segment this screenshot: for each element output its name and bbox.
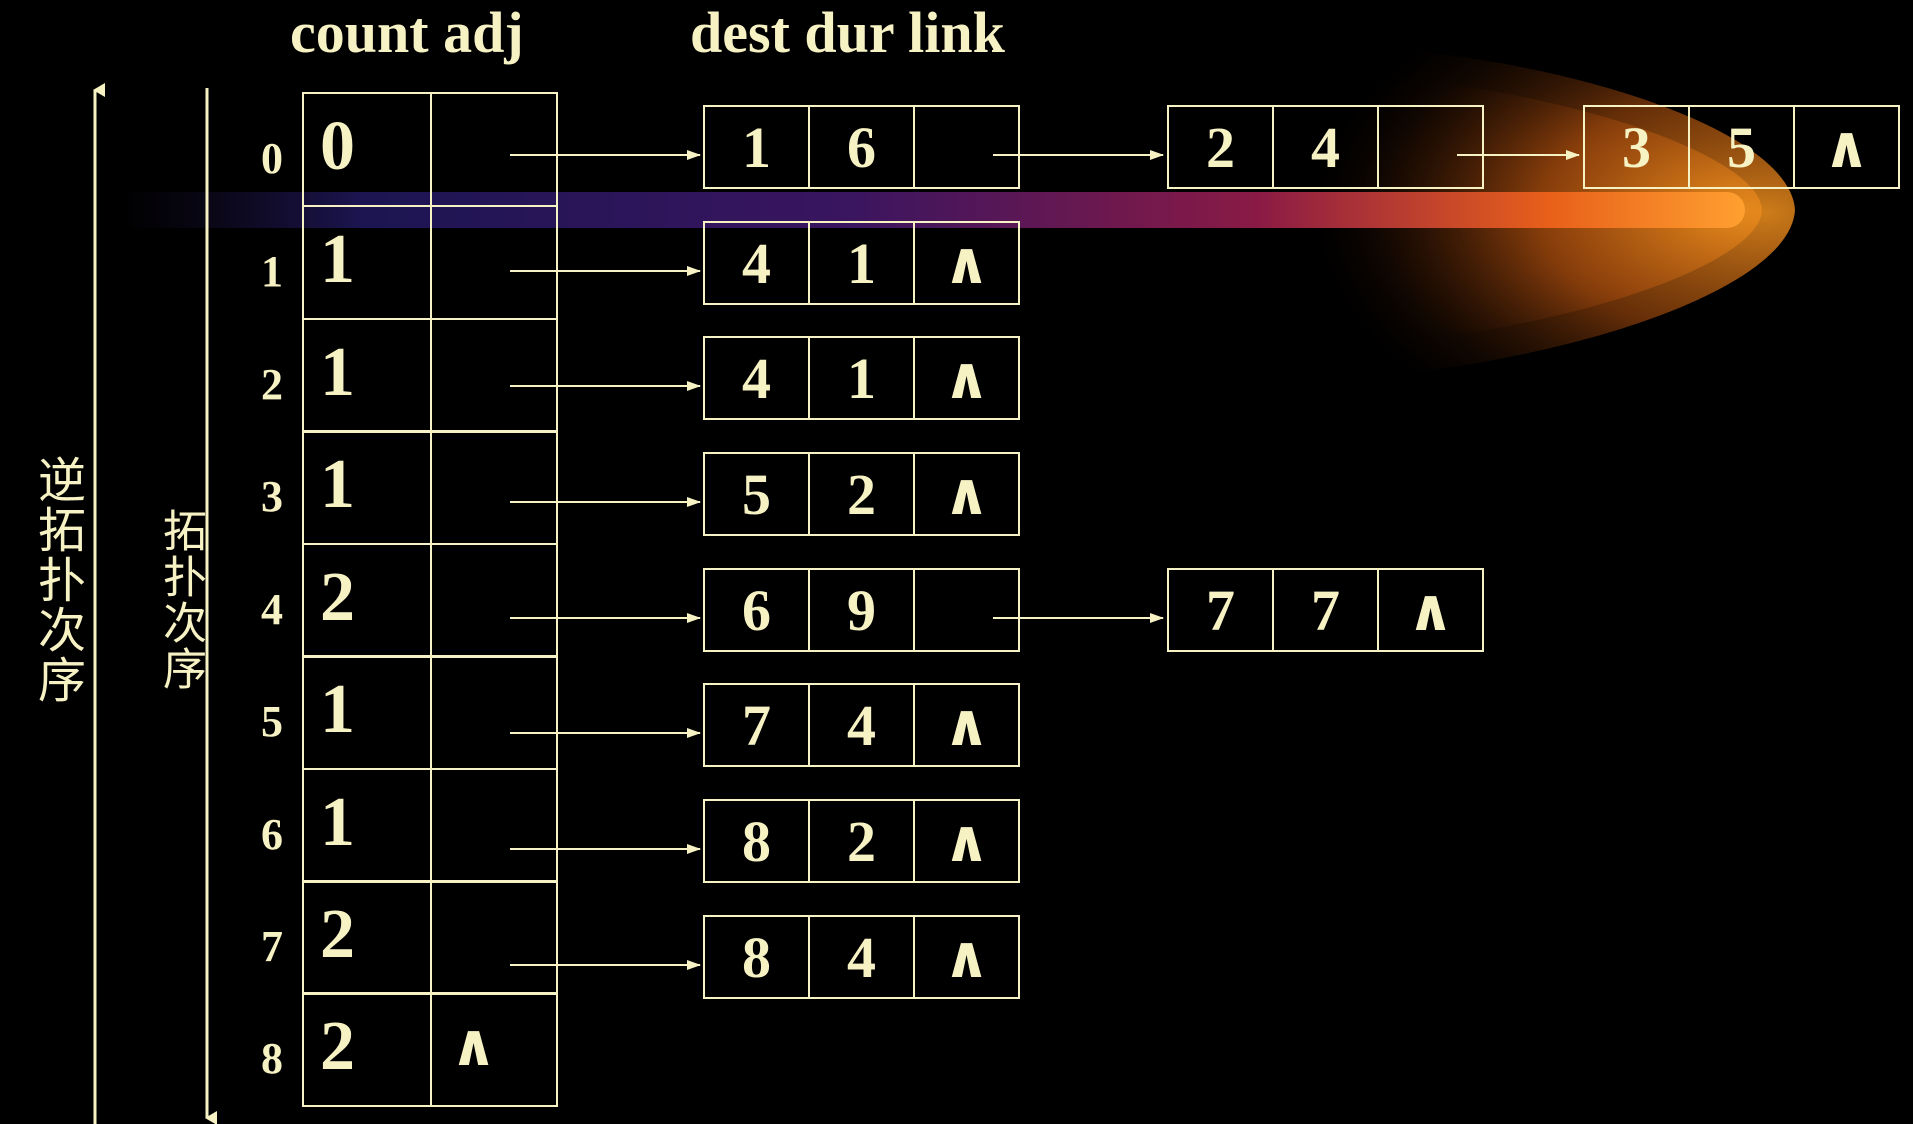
adj-cell bbox=[430, 655, 558, 770]
dest-field: 2 bbox=[1167, 105, 1274, 189]
dest-field: 7 bbox=[703, 683, 810, 767]
count-value: 0 bbox=[320, 108, 355, 185]
adj-cell bbox=[430, 768, 558, 883]
row-index: 8 bbox=[261, 1034, 283, 1083]
dur-field: 4 bbox=[808, 915, 915, 999]
dest-field: 7 bbox=[1167, 568, 1274, 652]
link-field: ∧ bbox=[913, 221, 1020, 305]
link-field: ∧ bbox=[1377, 568, 1484, 652]
dest-field: 4 bbox=[703, 336, 810, 420]
link-field: ∧ bbox=[913, 799, 1020, 883]
dest-field: 8 bbox=[703, 915, 810, 999]
dur-field: 1 bbox=[808, 221, 915, 305]
link-field: ∧ bbox=[913, 336, 1020, 420]
dur-field: 5 bbox=[1688, 105, 1795, 189]
adj-cell bbox=[430, 430, 558, 545]
dur-field: 1 bbox=[808, 336, 915, 420]
adj-cell bbox=[430, 992, 558, 1107]
count-value: 1 bbox=[320, 334, 355, 411]
count-value: 2 bbox=[320, 559, 355, 636]
row-index: 3 bbox=[261, 472, 283, 521]
dur-field: 9 bbox=[808, 568, 915, 652]
link-field: ∧ bbox=[913, 452, 1020, 536]
topological-order-label: 拓扑次序 bbox=[155, 508, 206, 692]
dur-field: 7 bbox=[1272, 568, 1379, 652]
link-field: ∧ bbox=[913, 683, 1020, 767]
count-value: 1 bbox=[320, 671, 355, 748]
dest-field: 4 bbox=[703, 221, 810, 305]
dest-field: 3 bbox=[1583, 105, 1690, 189]
link-field bbox=[1377, 105, 1484, 189]
dur-field: 2 bbox=[808, 799, 915, 883]
adj-cell bbox=[430, 318, 558, 433]
dest-field: 6 bbox=[703, 568, 810, 652]
adj-cell bbox=[430, 880, 558, 995]
dur-field: 4 bbox=[808, 683, 915, 767]
count-value: 2 bbox=[320, 896, 355, 973]
link-field: ∧ bbox=[1793, 105, 1900, 189]
count-value: 1 bbox=[320, 446, 355, 523]
dur-field: 4 bbox=[1272, 105, 1379, 189]
link-field: ∧ bbox=[913, 915, 1020, 999]
adj-cell bbox=[430, 543, 558, 658]
row-index: 4 bbox=[261, 585, 283, 634]
dur-field: 6 bbox=[808, 105, 915, 189]
row-index: 5 bbox=[261, 697, 283, 746]
count-value: 1 bbox=[320, 784, 355, 861]
dest-field: 8 bbox=[703, 799, 810, 883]
dest-field: 1 bbox=[703, 105, 810, 189]
count-value: 1 bbox=[320, 221, 355, 298]
dest-dur-link-header: dest dur link bbox=[690, 0, 1005, 65]
adj-cell bbox=[430, 92, 558, 207]
row-index: 6 bbox=[261, 810, 283, 859]
null-pointer: ∧ bbox=[450, 1013, 498, 1078]
count-value: 2 bbox=[320, 1008, 355, 1085]
dest-field: 5 bbox=[703, 452, 810, 536]
link-field bbox=[913, 105, 1020, 189]
link-field bbox=[913, 568, 1020, 652]
row-index: 0 bbox=[261, 134, 283, 183]
dur-field: 2 bbox=[808, 452, 915, 536]
row-index: 2 bbox=[261, 360, 283, 409]
count-adj-header: count adj bbox=[290, 0, 524, 65]
row-index: 1 bbox=[261, 247, 283, 296]
row-index: 7 bbox=[261, 922, 283, 971]
reverse-topological-order-label: 逆拓扑次序 bbox=[29, 455, 85, 705]
adj-cell bbox=[430, 205, 558, 320]
